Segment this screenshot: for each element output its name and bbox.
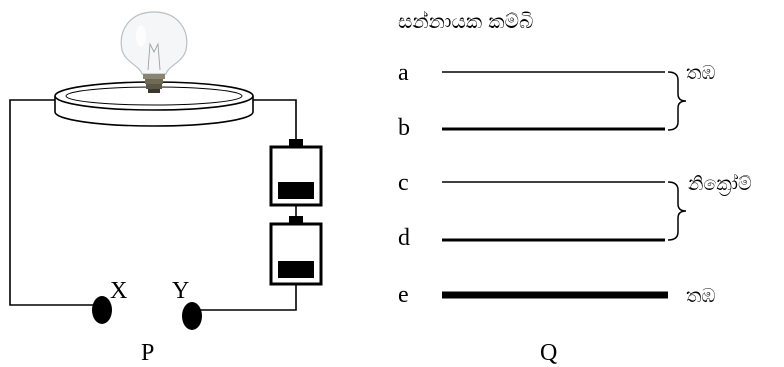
material-copper-ab: තඹ bbox=[686, 62, 716, 84]
circuit-p: X Y P bbox=[9, 11, 323, 366]
battery-cell-icon bbox=[269, 216, 323, 286]
bulb-holder bbox=[54, 81, 254, 127]
terminal-x-label: X bbox=[110, 278, 127, 304]
wire-label-d: d bbox=[398, 225, 410, 251]
material-nichrome-cd: නික්‍රෝම් bbox=[688, 173, 752, 195]
wires-q: සන්නායක කම්බි a b c d e තඹ නික්‍රෝම් තඹ … bbox=[398, 9, 752, 366]
terminal-y-label: Y bbox=[172, 278, 189, 304]
material-copper-e: තඹ bbox=[686, 285, 716, 307]
wire-label-c: c bbox=[398, 170, 409, 196]
wire-label-a: a bbox=[398, 60, 409, 86]
bulb-icon bbox=[120, 11, 188, 93]
wire-label-b: b bbox=[398, 115, 410, 141]
panel-p-label: P bbox=[141, 340, 154, 366]
terminal-y-knob-icon[interactable] bbox=[182, 302, 202, 330]
brace-group-ab bbox=[667, 71, 687, 131]
wires-title: සන්නායක කම්බි bbox=[398, 9, 533, 33]
circuit-wire bbox=[9, 99, 297, 311]
wire-label-e: e bbox=[398, 282, 409, 308]
panel-q-label: Q bbox=[540, 340, 557, 366]
brace-group-cd bbox=[667, 181, 687, 241]
terminal-x-knob-icon[interactable] bbox=[92, 296, 112, 324]
battery-cell-icon bbox=[269, 139, 323, 207]
